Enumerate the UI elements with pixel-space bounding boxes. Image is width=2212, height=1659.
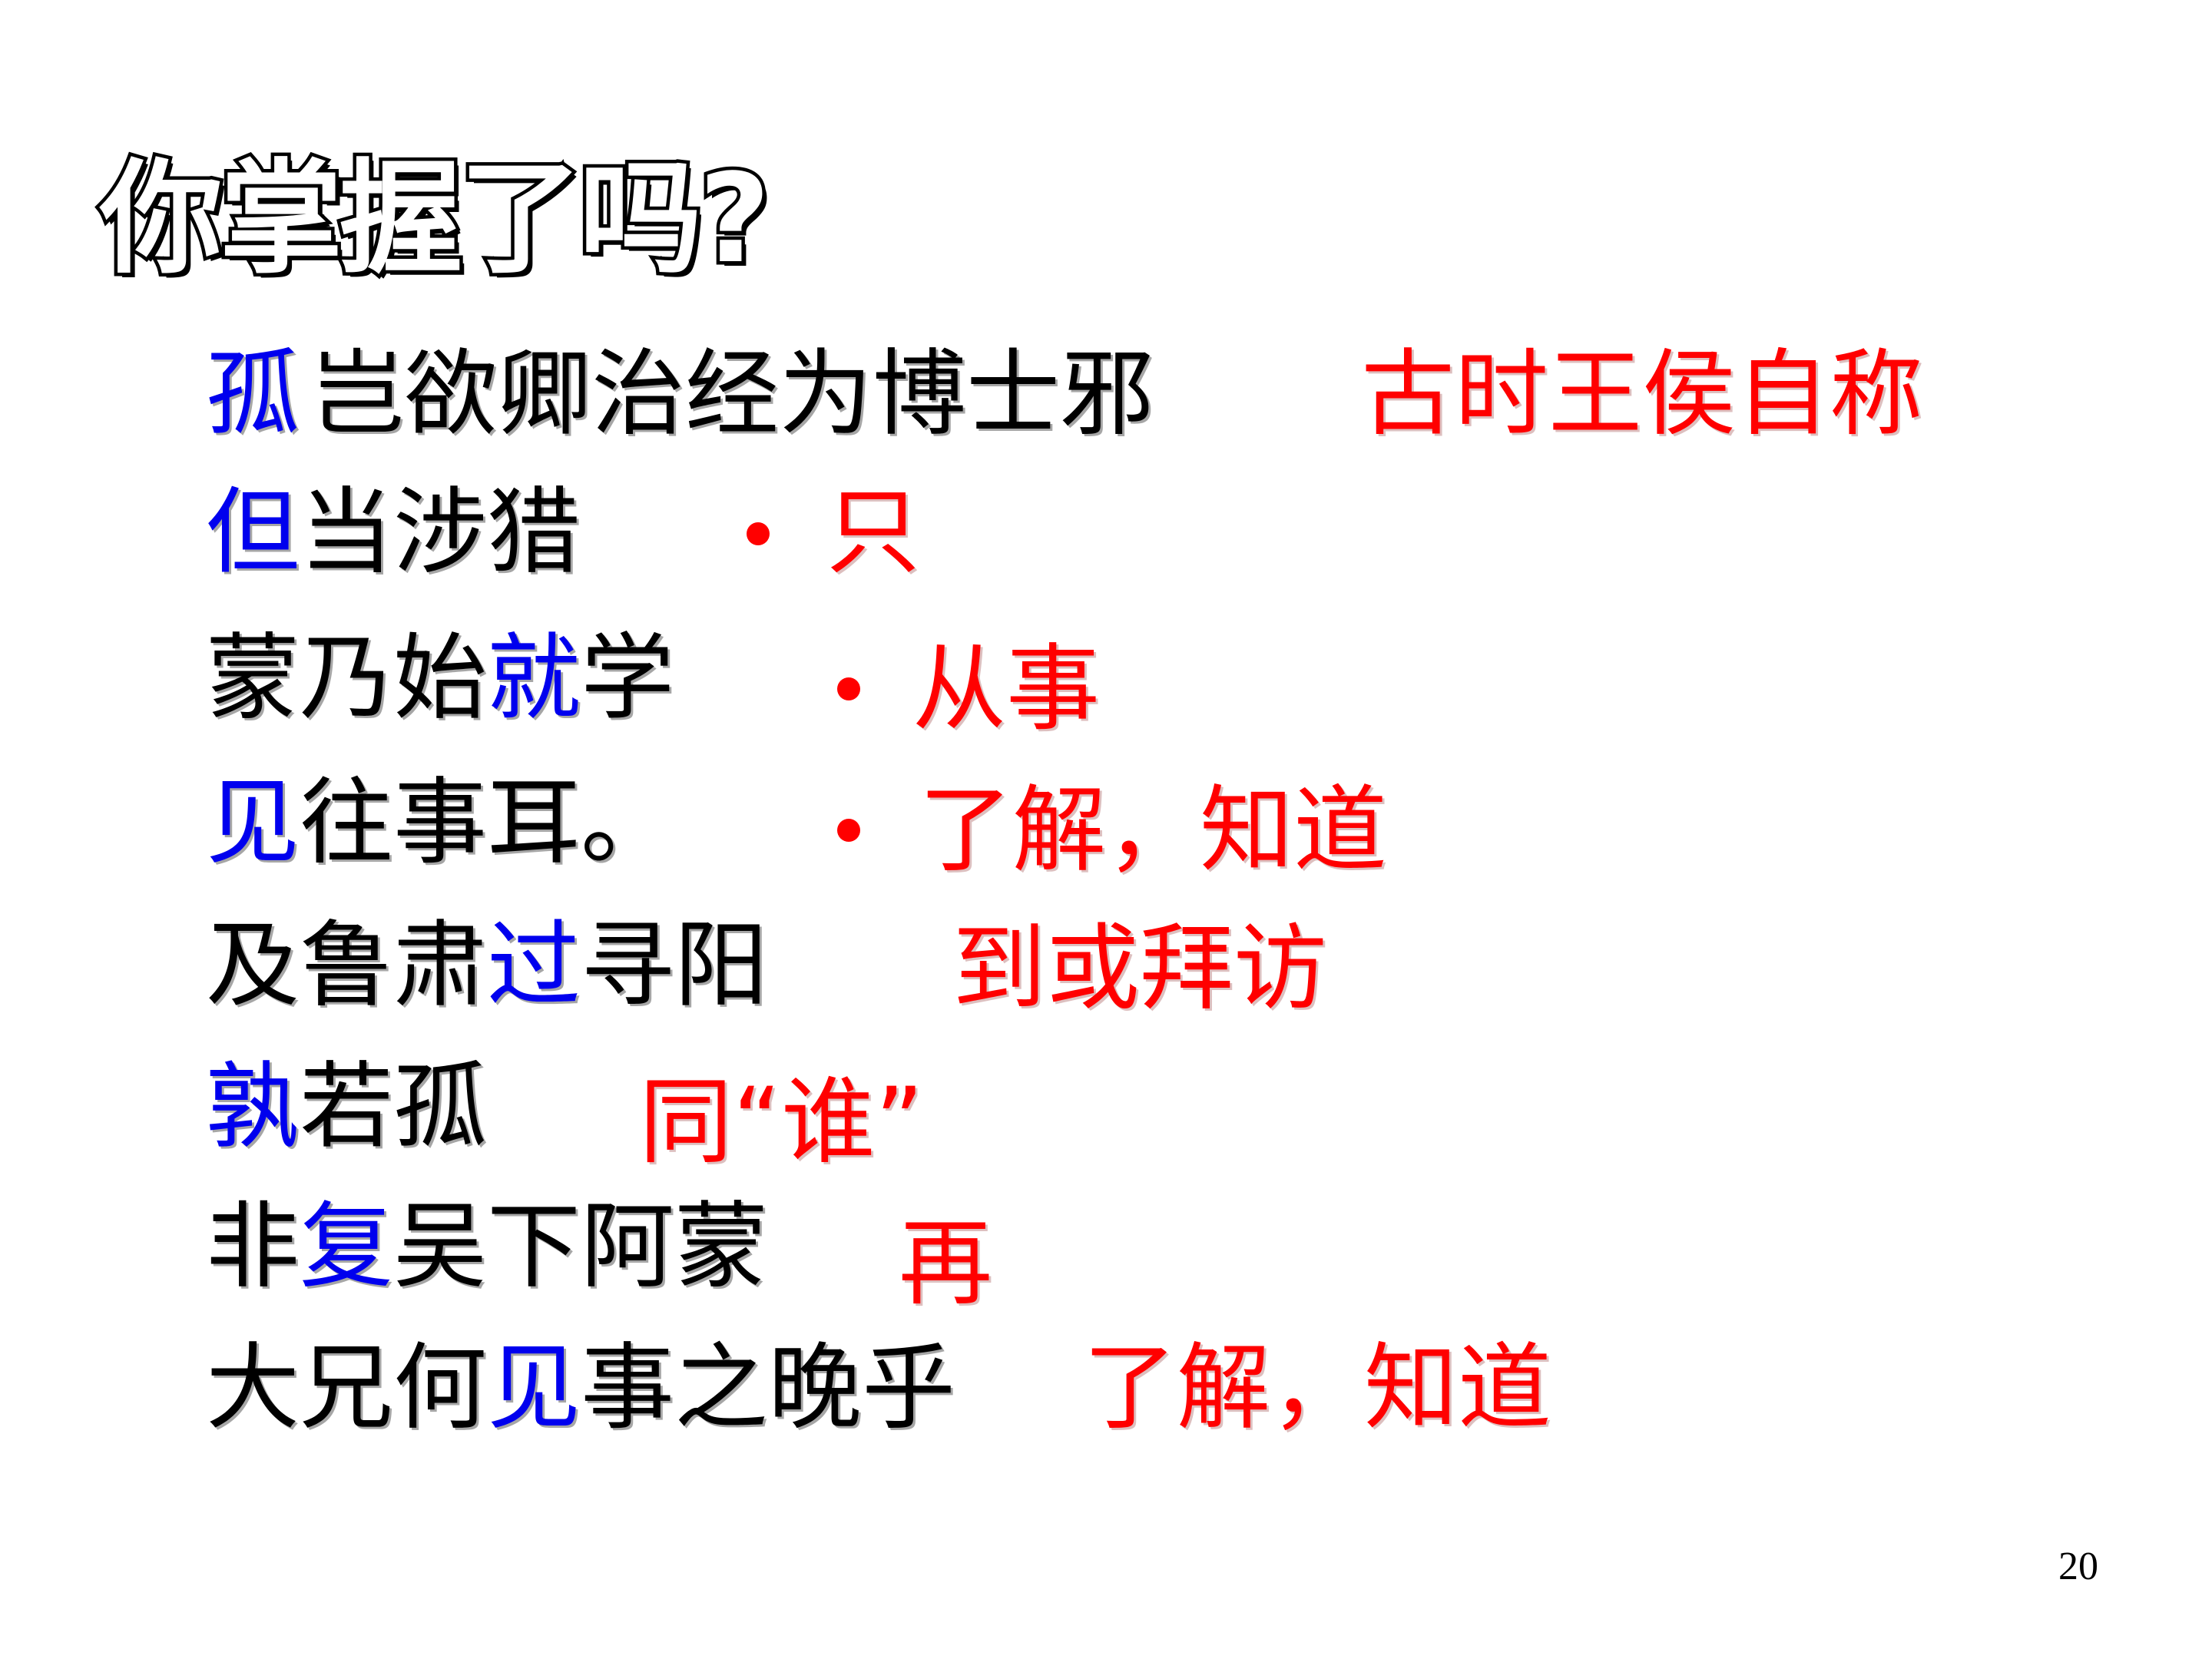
sentence-line-1: 孤岂欲卿治经为博士邪 xyxy=(206,347,1154,441)
sentence-line-3: 蒙乃始就学 xyxy=(206,631,674,725)
sentence-line-6: 孰若孤 xyxy=(206,1060,487,1154)
answer-line-6: 同“谁” xyxy=(639,1068,924,1177)
keyword: 孤 xyxy=(206,339,300,449)
keyword: 见 xyxy=(206,768,300,877)
sentence-line-2: 但当涉猎 xyxy=(206,485,581,579)
page-number: 20 xyxy=(2058,1545,2098,1588)
bullet-icon xyxy=(837,819,860,842)
keyword: 就 xyxy=(487,624,581,733)
bullet-icon xyxy=(837,677,860,700)
answer-line-4: 了解，知道 xyxy=(919,776,1387,885)
keyword: 过 xyxy=(487,911,581,1020)
keyword: 孰 xyxy=(206,1052,300,1161)
sentence-text: 寻阳 xyxy=(581,911,768,1020)
sentence-text: 非 xyxy=(206,1192,300,1301)
sentence-text: 及鲁肃 xyxy=(206,911,487,1020)
sentence-line-8: 大兄何见事之晚乎 xyxy=(206,1341,955,1435)
answer-line-3: 从事 xyxy=(912,634,1100,743)
slide-title: 你掌握了吗? xyxy=(97,147,774,290)
sentence-line-7: 非复吴下阿蒙 xyxy=(206,1200,768,1293)
keyword: 但 xyxy=(206,478,300,587)
sentence-text: 蒙乃始 xyxy=(206,624,487,733)
sentence-line-4: 见往事耳。 xyxy=(206,776,674,869)
sentence-text: 若孤 xyxy=(300,1052,487,1161)
answer-line-7: 再 xyxy=(899,1209,992,1318)
sentence-text: 事之晚乎 xyxy=(581,1333,955,1442)
bullet-icon xyxy=(747,522,770,545)
keyword: 复 xyxy=(300,1192,393,1301)
sentence-text: 往事耳。 xyxy=(300,768,674,877)
sentence-text: 吴下阿蒙 xyxy=(393,1192,768,1301)
answer-line-5: 到或拜访 xyxy=(952,914,1327,1023)
sentence-text: 当涉猎 xyxy=(300,478,581,587)
keyword: 见 xyxy=(487,1333,581,1442)
answer-line-2: 只 xyxy=(826,478,920,587)
sentence-text: 大兄何 xyxy=(206,1333,487,1442)
answer-line-8: 了解，知道 xyxy=(1083,1333,1551,1442)
sentence-text: 岂欲卿治经为博士邪 xyxy=(310,339,1154,449)
sentence-line-5: 及鲁肃过寻阳 xyxy=(206,919,768,1012)
sentence-text: 学 xyxy=(581,624,674,733)
answer-line-1: 古时王侯自称 xyxy=(1361,339,1923,449)
